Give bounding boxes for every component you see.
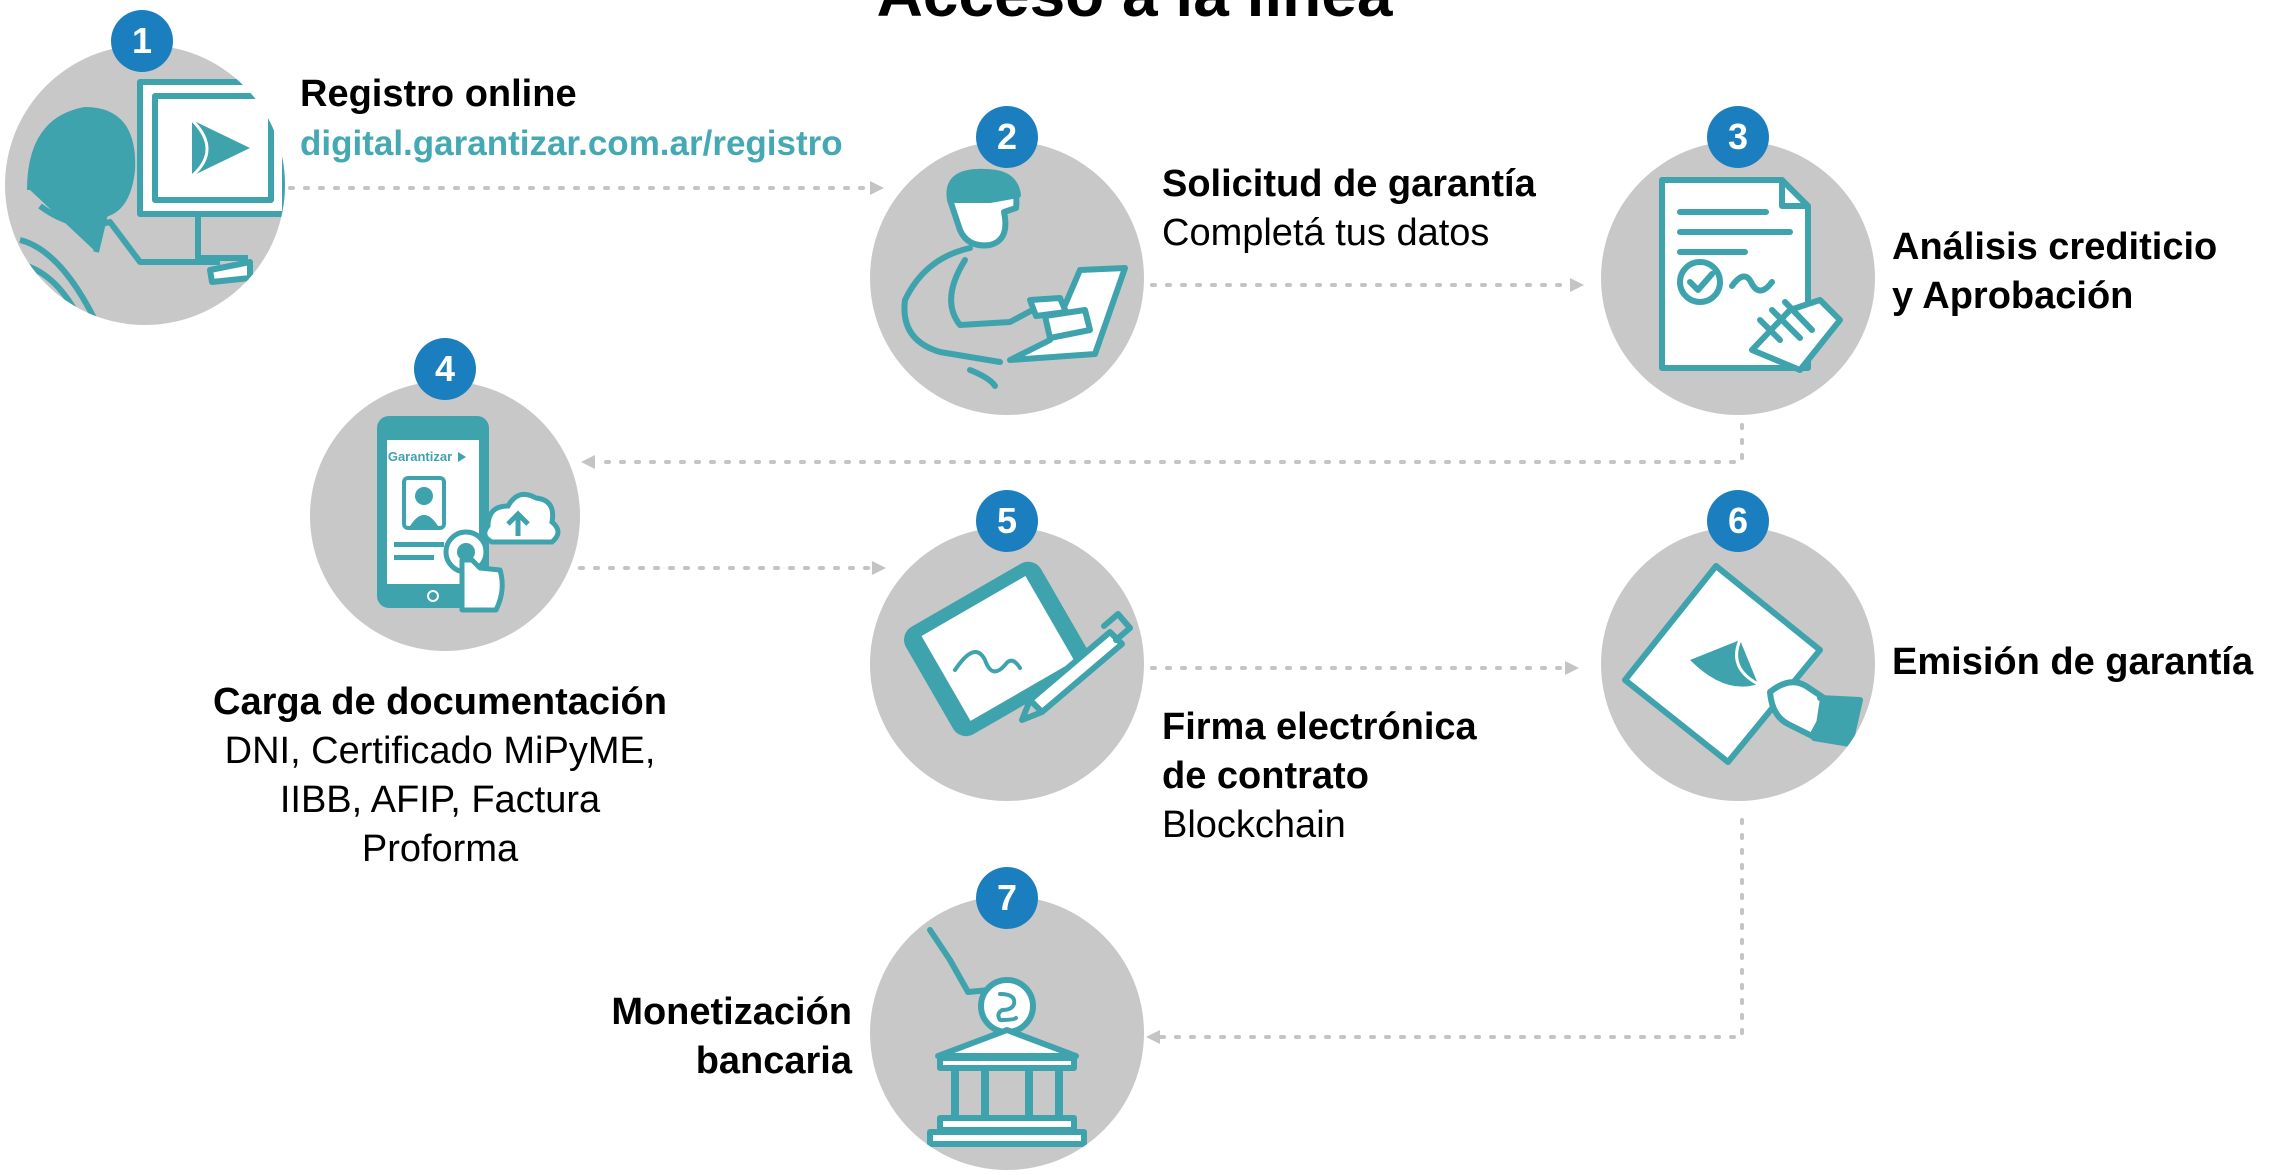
step-5-subtitle: Blockchain: [1162, 804, 1346, 846]
step-7-label: Monetización bancaria: [520, 988, 852, 1086]
step-2-badge: [976, 106, 1038, 168]
step-1: 1: [5, 10, 285, 325]
step-2-number: 2: [997, 116, 1017, 157]
step-7-number: 7: [997, 877, 1017, 918]
step-2-label: Solicitud de garantía Completá tus datos: [1162, 160, 1536, 258]
registration-link[interactable]: digital.garantizar.com.ar/registro: [300, 124, 843, 163]
step-4-number: 4: [435, 348, 455, 389]
phone-upload-icon: Garantizar: [377, 416, 561, 613]
step-5-number: 5: [997, 500, 1017, 541]
step-4-subtitle-line-1: DNI, Certificado MiPyME,: [224, 730, 656, 772]
page-title: Acceso a la línea: [0, 0, 2269, 26]
step-5-title-line-1: Firma electrónica: [1162, 706, 1477, 748]
step-3-title-line-1: Análisis crediticio: [1892, 226, 2218, 268]
step-1-label: Registro online digital.garantizar.com.a…: [300, 70, 843, 168]
tablet-signature-icon: [904, 561, 1133, 737]
step-7: 7: [870, 867, 1144, 1170]
certificate-icon: [1622, 563, 1863, 765]
arrow-2-3: [1570, 278, 1584, 292]
step-4: Garantizar 4: [310, 338, 580, 651]
step-1-number: 1: [132, 20, 152, 61]
step-6-title: Emisión de garantía: [1892, 641, 2254, 683]
step-2-subtitle: Completá tus datos: [1162, 212, 1490, 254]
arrow-6-7: [1146, 1030, 1160, 1044]
step-7-title-line-1: Monetización: [611, 991, 852, 1033]
bank-deposit-icon: [927, 927, 1087, 1147]
step-6-number: 6: [1728, 500, 1748, 541]
step-7-title-line-2: bancaria: [695, 1040, 852, 1082]
step-1-badge: [111, 10, 173, 72]
step-5-title-line-2: de contrato: [1162, 755, 1369, 797]
step-3-title-line-2: y Aprobación: [1892, 275, 2134, 317]
step-5: 5: [870, 490, 1144, 801]
person-with-laptop-icon: [901, 168, 1128, 389]
step-3-number: 3: [1728, 116, 1748, 157]
step-6-badge: [1707, 490, 1769, 552]
step-3: 3: [1601, 106, 1875, 415]
connector-3-4: [593, 423, 1744, 464]
arrow-1-2: [870, 181, 884, 195]
step-3-label: Análisis crediticio y Aprobación: [1892, 223, 2217, 321]
step-4-badge: [414, 338, 476, 400]
step-4-subtitle-line-2: IIBB, AFIP, Factura: [279, 779, 601, 821]
arrow-3-4: [581, 455, 595, 469]
step-2: 2: [870, 106, 1144, 415]
connector-6-7: [1158, 818, 1744, 1039]
connectors: [288, 186, 1744, 1039]
step-5-label: Firma electrónica de contrato Blockchain: [1162, 703, 1477, 850]
document-handshake-icon: [1659, 177, 1843, 373]
step-3-badge: [1707, 106, 1769, 168]
step-4-subtitle-line-3: Proforma: [361, 828, 519, 870]
arrow-4-5: [872, 561, 886, 575]
step-4-label: Carga de documentación DNI, Certificado …: [180, 678, 700, 874]
connector-arrows: [581, 181, 1584, 1044]
step-6-label: Emisión de garantía: [1892, 638, 2253, 687]
step-5-badge: [976, 490, 1038, 552]
app-label: Garantizar: [388, 449, 452, 464]
arrow-5-6: [1565, 661, 1579, 675]
step-7-badge: [976, 867, 1038, 929]
step-4-title: Carga de documentación: [213, 681, 667, 723]
step-1-title: Registro online: [300, 73, 577, 115]
step-6: 6: [1601, 490, 1875, 801]
person-at-computer-icon: [5, 79, 285, 322]
step-2-title: Solicitud de garantía: [1162, 163, 1536, 205]
